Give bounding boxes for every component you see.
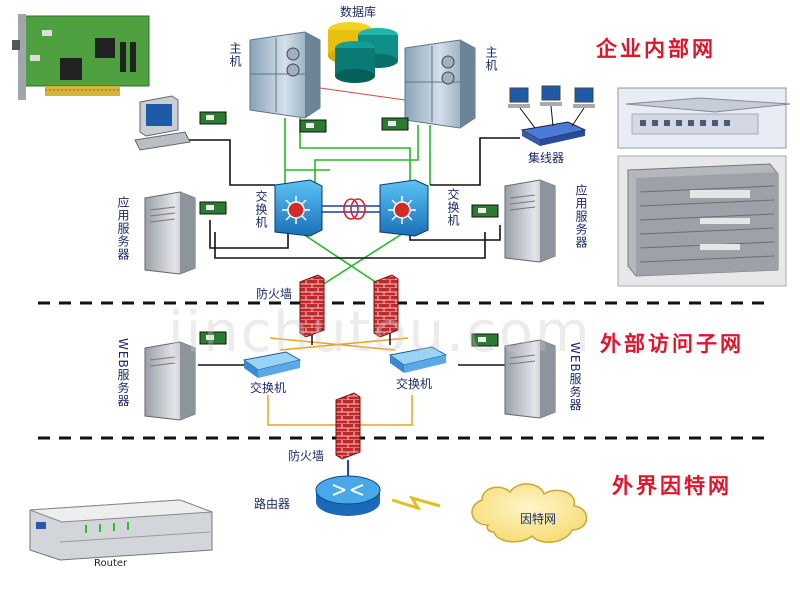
- nic-icon: [199, 331, 227, 345]
- switch-label-right: 交换机: [446, 188, 460, 227]
- dmz-switch-label-left: 交换机: [250, 381, 287, 395]
- app-server-icon: [144, 191, 196, 275]
- watermark: jinchutou.com: [168, 300, 592, 365]
- web-server-label-right: WEB服务器: [568, 342, 582, 412]
- host-link: [319, 87, 406, 101]
- switch-label-left: 交换机: [254, 190, 268, 229]
- section-external-title: 外界因特网: [612, 474, 732, 498]
- hub-icon: [520, 121, 587, 146]
- pc-icon: [540, 85, 562, 106]
- web-server-icon: [144, 341, 196, 421]
- workstation-icon: [134, 95, 191, 151]
- host-label-left: 主机: [228, 42, 242, 68]
- pc-icon: [508, 87, 530, 108]
- lightning-icon: [391, 495, 441, 511]
- router-icon: [315, 475, 381, 516]
- nic-icon: [381, 117, 409, 131]
- database-icon: [328, 22, 398, 83]
- nic-icon: [471, 204, 499, 218]
- app-server-label-right: 应用服务器: [574, 184, 588, 249]
- internet-cloud-icon: [471, 483, 588, 543]
- firewall-label-bottom: 防火墙: [288, 449, 325, 463]
- router-label: 路由器: [254, 497, 291, 511]
- nic-icon: [471, 333, 499, 347]
- app-server-label-left: 应用服务器: [116, 196, 130, 261]
- firewall-icon: [299, 274, 325, 338]
- section-internal-title: 企业内部网: [596, 37, 716, 61]
- pc-icon: [573, 87, 595, 108]
- core-switch-icon: [274, 179, 323, 237]
- section-dmz-title: 外部访问子网: [600, 332, 744, 356]
- dmz-switch-icon: [388, 346, 448, 373]
- black-links: [168, 137, 520, 259]
- nic-icon: [199, 201, 227, 215]
- chassis-switch-icon: [617, 155, 787, 287]
- web-server-icon: [504, 339, 556, 419]
- database-label: 数据库: [340, 5, 377, 19]
- hub-label: 集线器: [528, 151, 565, 165]
- host-cabinet-icon: [404, 39, 476, 129]
- network-card-icon: [12, 14, 150, 100]
- dmz-switch-label-right: 交换机: [396, 377, 433, 391]
- dmz-switch-icon: [242, 351, 302, 378]
- firewall-label-top: 防火墙: [256, 287, 293, 301]
- orange-links: [267, 337, 413, 426]
- firewall-icon: [335, 392, 361, 460]
- nic-icon: [299, 119, 327, 133]
- trunk-ring-2: [350, 198, 366, 220]
- nic-icon: [199, 111, 227, 125]
- app-server-icon: [504, 179, 556, 263]
- router-device-label: Router: [94, 558, 128, 569]
- rack-switch-icon: [617, 87, 791, 149]
- router-device-icon: [29, 499, 213, 561]
- internet-label: 因特网: [520, 512, 557, 526]
- web-server-label-left: WEB服务器: [116, 338, 130, 408]
- host-cabinet-icon: [249, 31, 321, 119]
- firewall-icon: [373, 274, 399, 338]
- host-label-right: 主机: [484, 46, 498, 72]
- trunk-ring: [343, 198, 359, 220]
- core-switch-icon: [379, 179, 429, 237]
